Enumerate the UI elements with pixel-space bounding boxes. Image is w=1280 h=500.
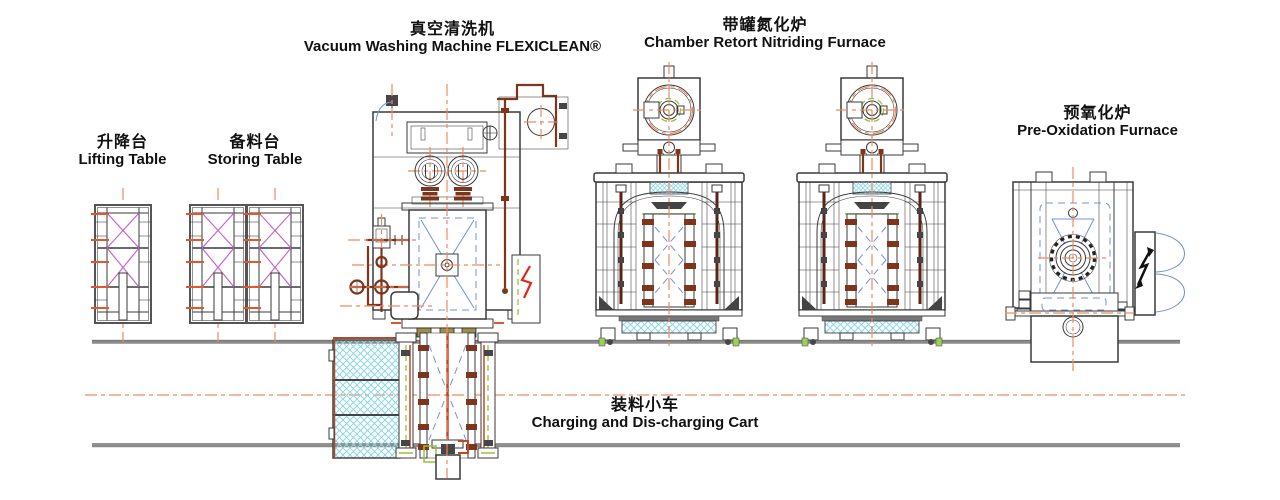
cart-drive-unit	[423, 439, 469, 480]
bottom-rail	[92, 443, 1180, 448]
charging-cart-label-en: Charging and Dis-charging Cart	[531, 413, 759, 431]
top-rail	[92, 339, 1180, 344]
cart-mast	[395, 332, 499, 460]
vacuum-washing-machine-label: 真空清洗机 Vacuum Washing Machine FLEXICLEAN®	[270, 21, 635, 56]
charging-cart-drawing	[328, 332, 499, 480]
charging-cart-label-zh: 装料小车	[610, 397, 679, 414]
storing-table-drawing-2	[242, 187, 304, 343]
vacuum-washing-machine-drawing	[340, 83, 569, 338]
left-piping	[348, 214, 420, 312]
level-sensor-icon	[375, 84, 398, 136]
pre-oxidation-furnace-label-zh: 预氧化炉	[1063, 105, 1132, 122]
cart-heat-shield	[328, 339, 401, 459]
pre-oxidation-furnace-label: 预氧化炉 Pre-Oxidation Furnace	[990, 105, 1205, 140]
vacuum-washing-machine-label-zh: 真空清洗机	[409, 21, 495, 38]
storing-table-label-en: Storing Table	[207, 150, 303, 168]
lifting-table-drawing	[90, 187, 152, 343]
exhaust-piping	[497, 83, 558, 294]
hazard-flash-icon	[520, 265, 533, 299]
flexiclean-brand: FLEXICLEAN®	[495, 37, 602, 55]
nitriding-furnace-label: 带罐氮化炉 Chamber Retort Nitriding Furnace	[605, 17, 925, 52]
electric-panel	[511, 254, 541, 324]
lifting-table-label-en: Lifting Table	[78, 150, 167, 168]
vacuum-washing-machine-name: Vacuum Washing Machine	[303, 37, 492, 55]
vacuum-washing-machine-label-en: Vacuum Washing Machine FLEXICLEAN®	[270, 37, 635, 56]
nitriding-furnace-2-drawing	[795, 60, 949, 348]
nitriding-furnace-label-en: Chamber Retort Nitriding Furnace	[644, 33, 886, 51]
nitriding-furnace-label-zh: 带罐氮化炉	[722, 17, 808, 34]
lifting-table-label-zh: 升降台	[96, 134, 148, 151]
storing-table-label-zh: 备料台	[229, 134, 281, 151]
furnace-door-fan-arcs	[1155, 232, 1185, 313]
storing-table-drawing-1	[185, 187, 247, 343]
lightning-bolt-icon	[1135, 247, 1154, 289]
storing-table-label: 备料台 Storing Table	[185, 134, 325, 169]
furnace-pedestal	[1030, 315, 1119, 363]
pre-oxidation-furnace-drawing	[1005, 167, 1185, 373]
pre-oxidation-furnace-label-en: Pre-Oxidation Furnace	[1017, 121, 1178, 139]
vacuum-pumps	[408, 147, 486, 210]
charging-cart-label: 装料小车 Charging and Dis-charging Cart	[480, 397, 810, 432]
blower-icon	[498, 96, 569, 150]
lifting-table-label: 升降台 Lifting Table	[50, 134, 195, 169]
nitriding-furnace-1-drawing	[592, 60, 746, 348]
